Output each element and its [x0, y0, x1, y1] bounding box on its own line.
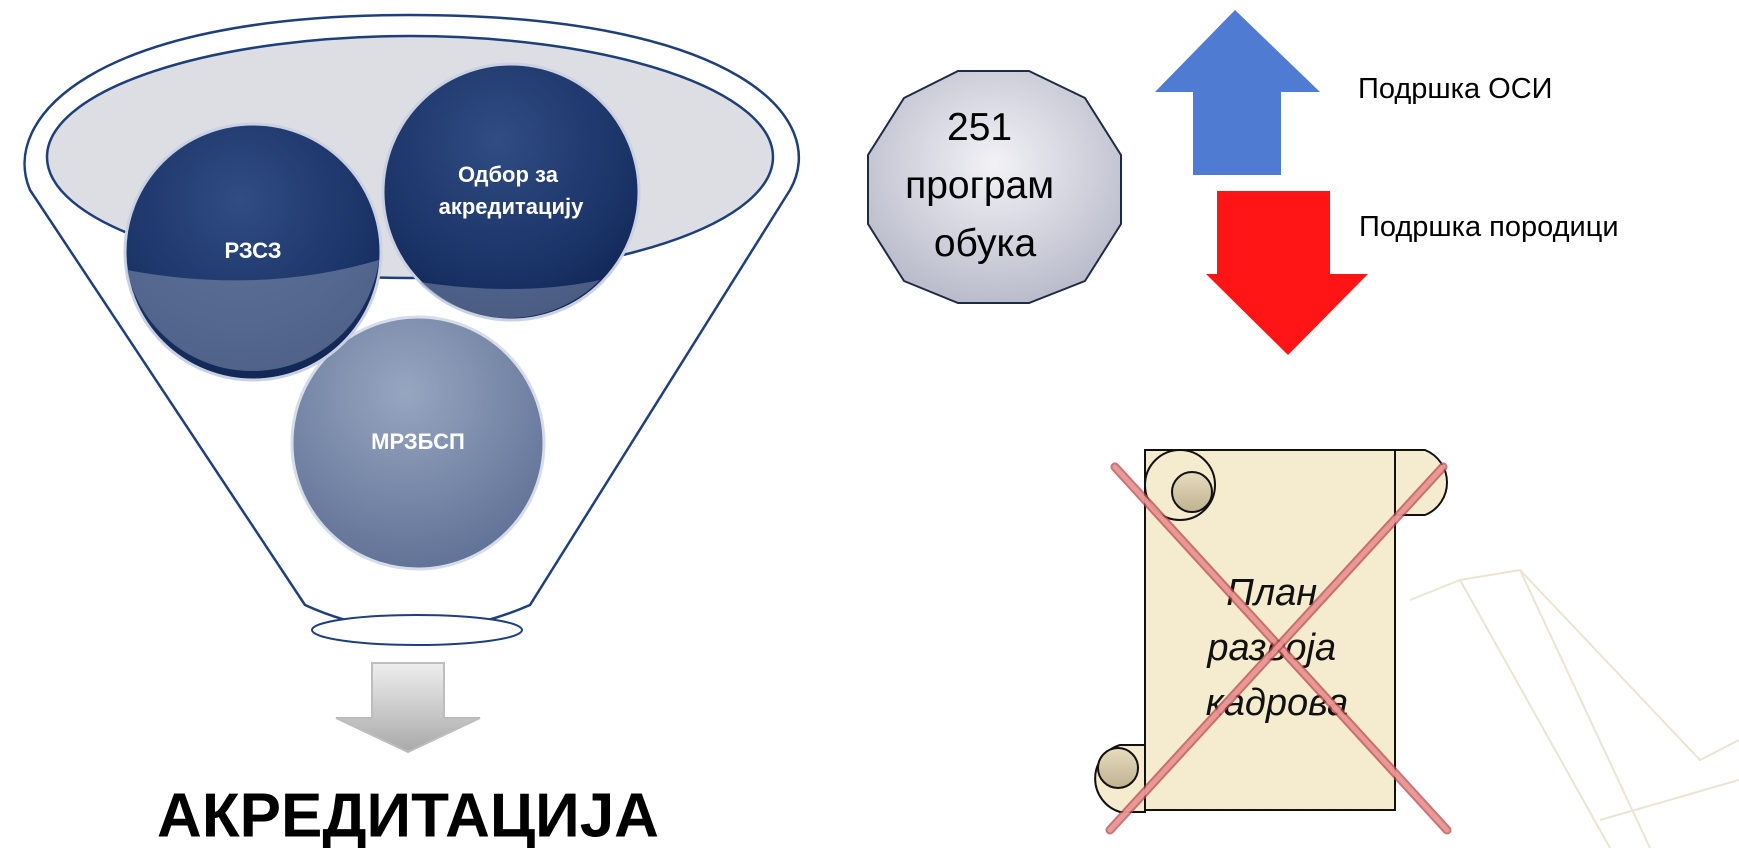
- programs-decagon: 251 програм обука: [867, 70, 1122, 304]
- funnel-neck: [311, 614, 523, 646]
- programs-line-2: програм: [905, 164, 1054, 207]
- circle-odbor-line-2: акредитацију: [439, 194, 585, 219]
- down-arrow-label: Подршка породици: [1359, 211, 1619, 243]
- circle-odbor-line-1: Одбор за: [458, 162, 559, 187]
- cross-out-mark: [1105, 462, 1452, 835]
- circle-mrzbsp-label: МРЗБСП: [371, 429, 465, 454]
- programs-line-3: обука: [934, 222, 1037, 265]
- result-label: АКРЕДИТАЦИЈА: [157, 781, 659, 848]
- circle-mrzbsp: МРЗБСП: [290, 315, 546, 571]
- programs-line-1: 251: [947, 106, 1012, 149]
- circle-odbor-label: Одбор за акредитацију: [439, 162, 585, 219]
- background-decoration: [1409, 568, 1739, 848]
- up-arrow: [1155, 10, 1320, 175]
- programs-label: 251 програм обука: [905, 106, 1065, 265]
- circle-odbor: Одбор за акредитацију: [381, 62, 641, 322]
- up-arrow-label: Подршка ОСИ: [1358, 73, 1553, 105]
- circle-rzsz: РЗСЗ: [123, 122, 383, 382]
- funnel-output-arrow: [335, 662, 481, 754]
- down-arrow: [1206, 191, 1368, 355]
- circle-rzsz-label: РЗСЗ: [225, 238, 282, 263]
